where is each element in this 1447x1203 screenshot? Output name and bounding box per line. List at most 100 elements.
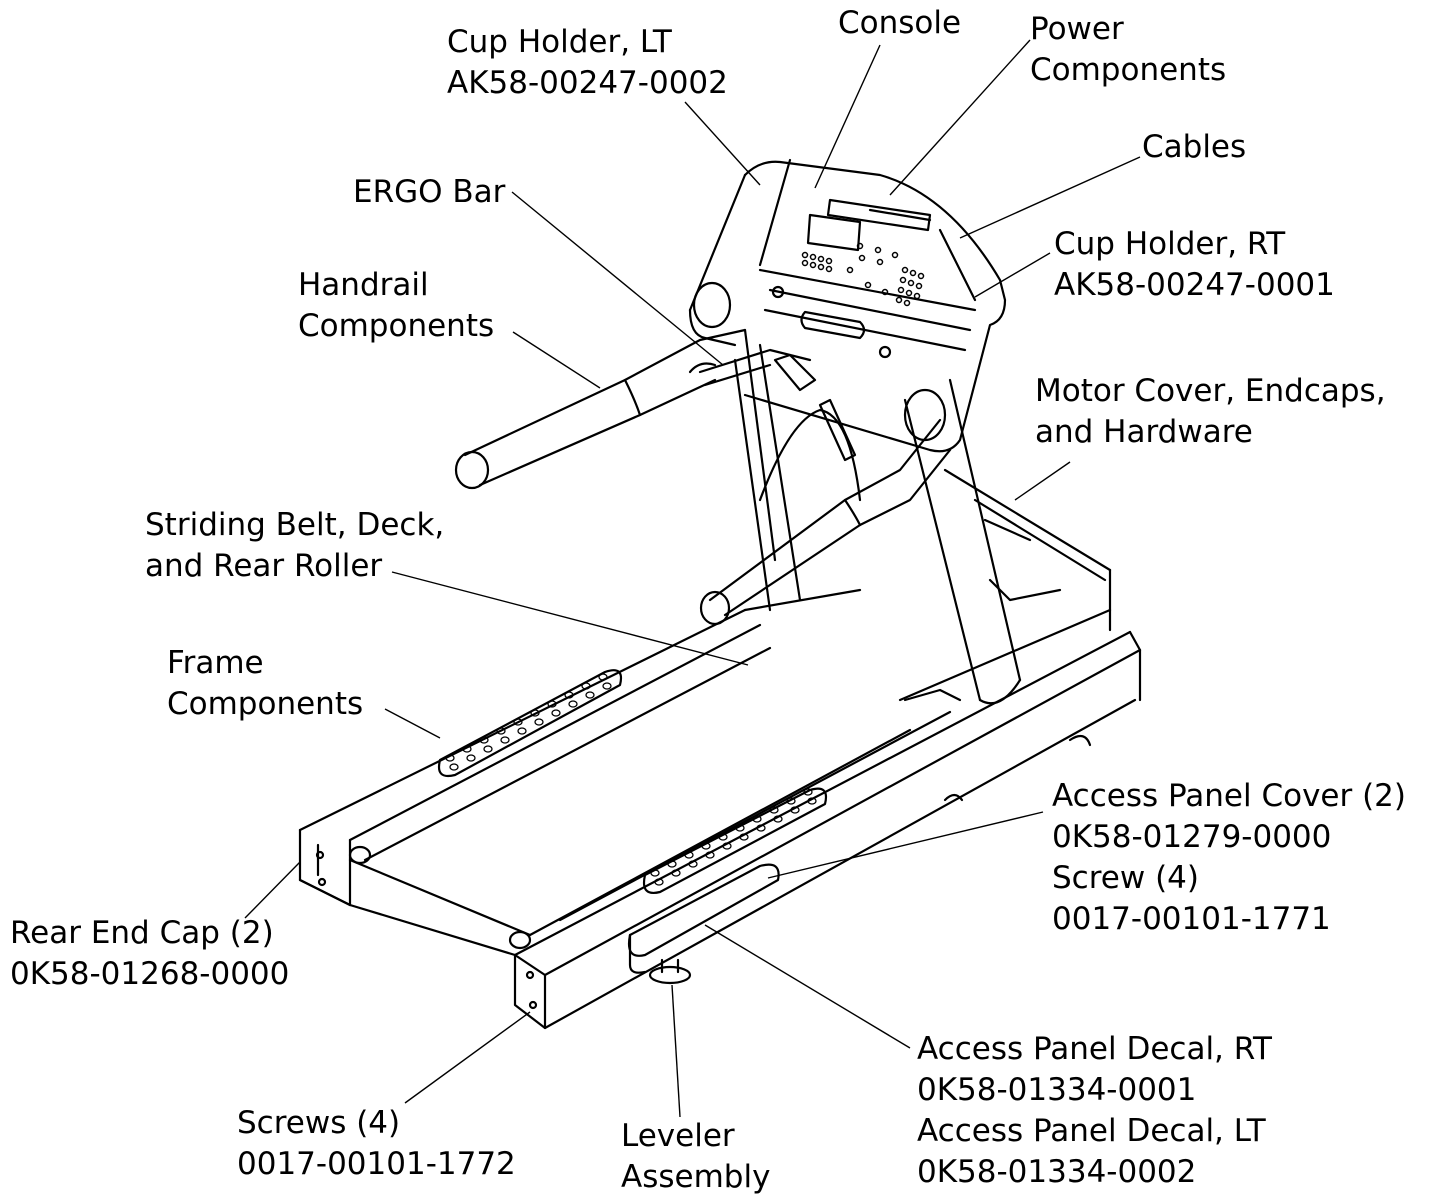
label-line: AK58-00247-0002	[447, 65, 728, 101]
leader-rear-end-cap	[244, 861, 301, 919]
pad-dot	[786, 797, 796, 805]
leader-ergo-bar	[511, 191, 724, 366]
footrest-pad-right-dots	[650, 788, 817, 886]
pad-dot	[483, 745, 493, 753]
pad-dot	[803, 788, 813, 796]
label-line: Cup Holder, RT	[1054, 226, 1286, 262]
leader-power	[889, 39, 1031, 196]
pad-dot	[564, 691, 574, 699]
label-line: Access Panel Cover (2)	[1052, 778, 1407, 814]
pad-dot	[667, 860, 677, 868]
footrest-pad-left	[437, 669, 623, 778]
label-line: Components	[298, 308, 495, 344]
pad-dot	[756, 824, 766, 832]
pad-dot	[581, 682, 591, 690]
label-line: Access Panel Decal, RT	[917, 1031, 1272, 1067]
pad-dot	[650, 869, 660, 877]
label-line: 0017-00101-1771	[1052, 901, 1331, 937]
left-upright	[733, 328, 802, 612]
footrest-pad-right	[642, 787, 828, 894]
pad-dot	[517, 727, 527, 735]
leader-cup-holder-rt	[974, 252, 1051, 298]
pad-dot	[466, 754, 476, 762]
label-line: Leveler	[621, 1118, 735, 1154]
pad-dot	[684, 851, 694, 859]
pad-dot	[598, 673, 608, 681]
pad-dot	[769, 806, 779, 814]
rear-end-caps	[315, 843, 538, 1010]
pad-dot	[530, 709, 540, 717]
pad-dot	[568, 700, 578, 708]
label-line: Power	[1030, 11, 1124, 47]
pad-dot	[752, 815, 762, 823]
leader-handrail	[512, 331, 601, 389]
console-keypad	[801, 242, 925, 307]
leveler-foot	[648, 958, 692, 985]
access-panel	[627, 863, 780, 974]
pad-dot	[654, 878, 664, 886]
pad-dot	[513, 718, 523, 726]
label-line: and Hardware	[1035, 414, 1253, 450]
label-handrail-components: Handrail Components	[298, 270, 494, 352]
label-line: Cables	[1142, 129, 1247, 165]
label-cup-holder-lt: Cup Holder, LT AK58-00247-0002	[447, 27, 728, 109]
pad-dot	[735, 824, 745, 832]
leader-motor-cover	[1014, 461, 1071, 501]
label-leveler-assembly: Leveler Assembly	[621, 1121, 770, 1203]
label-line: Access Panel Decal, LT	[917, 1113, 1266, 1149]
pad-dot	[585, 691, 595, 699]
label-line: Cup Holder, LT	[447, 24, 672, 60]
pad-dot	[496, 727, 506, 735]
pad-dot	[551, 709, 561, 717]
handrail-right	[699, 408, 952, 626]
leader-access-panel-decal	[704, 924, 911, 1049]
label-line: ERGO Bar	[353, 174, 506, 210]
label-power-components: Power Components	[1030, 14, 1226, 96]
label-line: 0K58-01279-0000	[1052, 819, 1332, 855]
pad-dot	[602, 682, 612, 690]
leader-screws	[404, 1011, 531, 1104]
pad-dot	[479, 736, 489, 744]
label-line: 0K58-01334-0001	[917, 1072, 1197, 1108]
label-access-panel-decal: Access Panel Decal, RT 0K58-01334-0001 A…	[917, 1034, 1272, 1198]
ergo-bar-drawing	[698, 348, 857, 462]
label-motor-cover: Motor Cover, Endcaps, and Hardware	[1035, 376, 1386, 458]
label-access-panel-cover: Access Panel Cover (2) 0K58-01279-0000 S…	[1052, 781, 1406, 945]
label-line: Console	[838, 5, 962, 41]
motor-cover-drawing	[898, 468, 1112, 702]
pad-dot	[718, 833, 728, 841]
pad-dot	[701, 842, 711, 850]
label-line: Assembly	[621, 1159, 771, 1195]
label-screws: Screws (4) 0017-00101-1772	[237, 1108, 516, 1190]
pad-dot	[534, 718, 544, 726]
label-line: Rear End Cap (2)	[10, 915, 274, 951]
console-drawing	[688, 158, 1007, 453]
handrail-left	[454, 328, 747, 490]
leader-cup-holder-lt	[684, 101, 761, 186]
pad-dot	[790, 806, 800, 814]
label-cup-holder-rt: Cup Holder, RT AK58-00247-0001	[1054, 229, 1335, 311]
pad-dot	[462, 745, 472, 753]
leader-access-panel-cover	[767, 811, 1044, 879]
pad-dot	[807, 797, 817, 805]
label-line: Components	[1030, 52, 1227, 88]
leader-frame	[384, 708, 441, 739]
label-line: 0K58-01268-0000	[10, 956, 290, 992]
leader-leveler	[671, 984, 681, 1118]
label-ergo-bar: ERGO Bar	[353, 177, 505, 218]
pad-dot	[671, 869, 681, 877]
label-line: Screws (4)	[237, 1105, 401, 1141]
footrest-pad-left-dots	[445, 673, 612, 771]
frame-drawing	[298, 568, 1142, 1030]
pad-dot	[547, 700, 557, 708]
pad-dot	[722, 842, 732, 850]
label-console: Console	[838, 8, 961, 49]
pad-dot	[705, 851, 715, 859]
pad-dot	[449, 763, 459, 771]
pad-dot	[500, 736, 510, 744]
label-line: Motor Cover, Endcaps,	[1035, 373, 1386, 409]
label-striding-belt: Striding Belt, Deck, and Rear Roller	[145, 510, 444, 592]
label-line: AK58-00247-0001	[1054, 267, 1335, 303]
label-line: 0017-00101-1772	[237, 1146, 516, 1182]
